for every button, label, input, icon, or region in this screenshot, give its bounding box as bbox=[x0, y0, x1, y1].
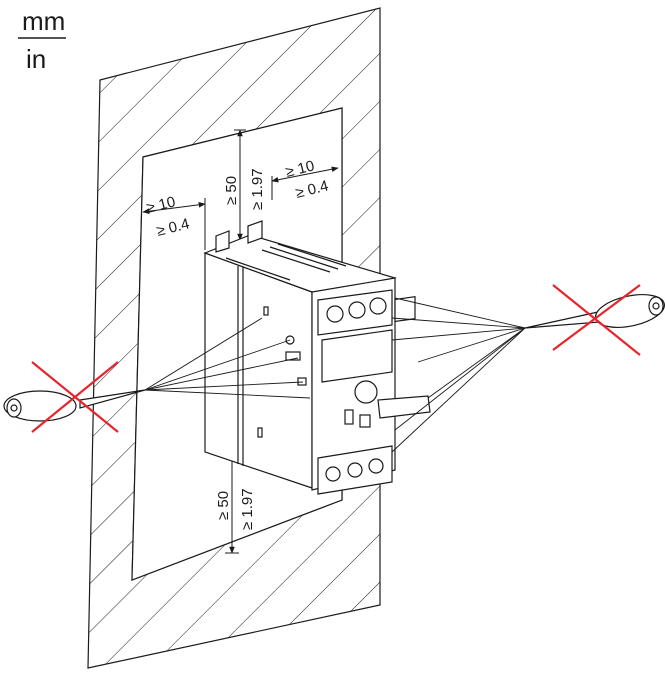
prohibited-cross-icon-right bbox=[552, 284, 641, 356]
left-access-lines bbox=[144, 317, 311, 399]
screwdriver-icon-right bbox=[524, 294, 665, 329]
unit-in: in bbox=[26, 44, 46, 74]
dimension-lines bbox=[142, 129, 339, 554]
right-access-lines bbox=[391, 297, 526, 453]
top-clearance-mm: ≥ 50 bbox=[223, 176, 240, 205]
prohibited-cross-icon-left bbox=[31, 361, 119, 433]
circuit-breaker-device bbox=[203, 220, 431, 495]
screwdriver-icon-left bbox=[3, 389, 146, 422]
rotary-handle bbox=[377, 395, 431, 419]
unit-mm: mm bbox=[22, 6, 65, 36]
right-clearance-mm: ≥ 10 bbox=[284, 157, 316, 181]
bottom-clearance-in: ≥ 1.97 bbox=[239, 488, 256, 530]
rotary-dial bbox=[354, 380, 378, 404]
unit-legend: mm in bbox=[18, 6, 66, 74]
bottom-clearance-mm: ≥ 50 bbox=[215, 491, 232, 520]
bottom-terminals bbox=[317, 445, 393, 495]
left-clearance-mm: ≥ 10 bbox=[145, 193, 177, 217]
top-terminals bbox=[317, 289, 393, 336]
top-clearance-in: ≥ 1.97 bbox=[249, 168, 266, 210]
